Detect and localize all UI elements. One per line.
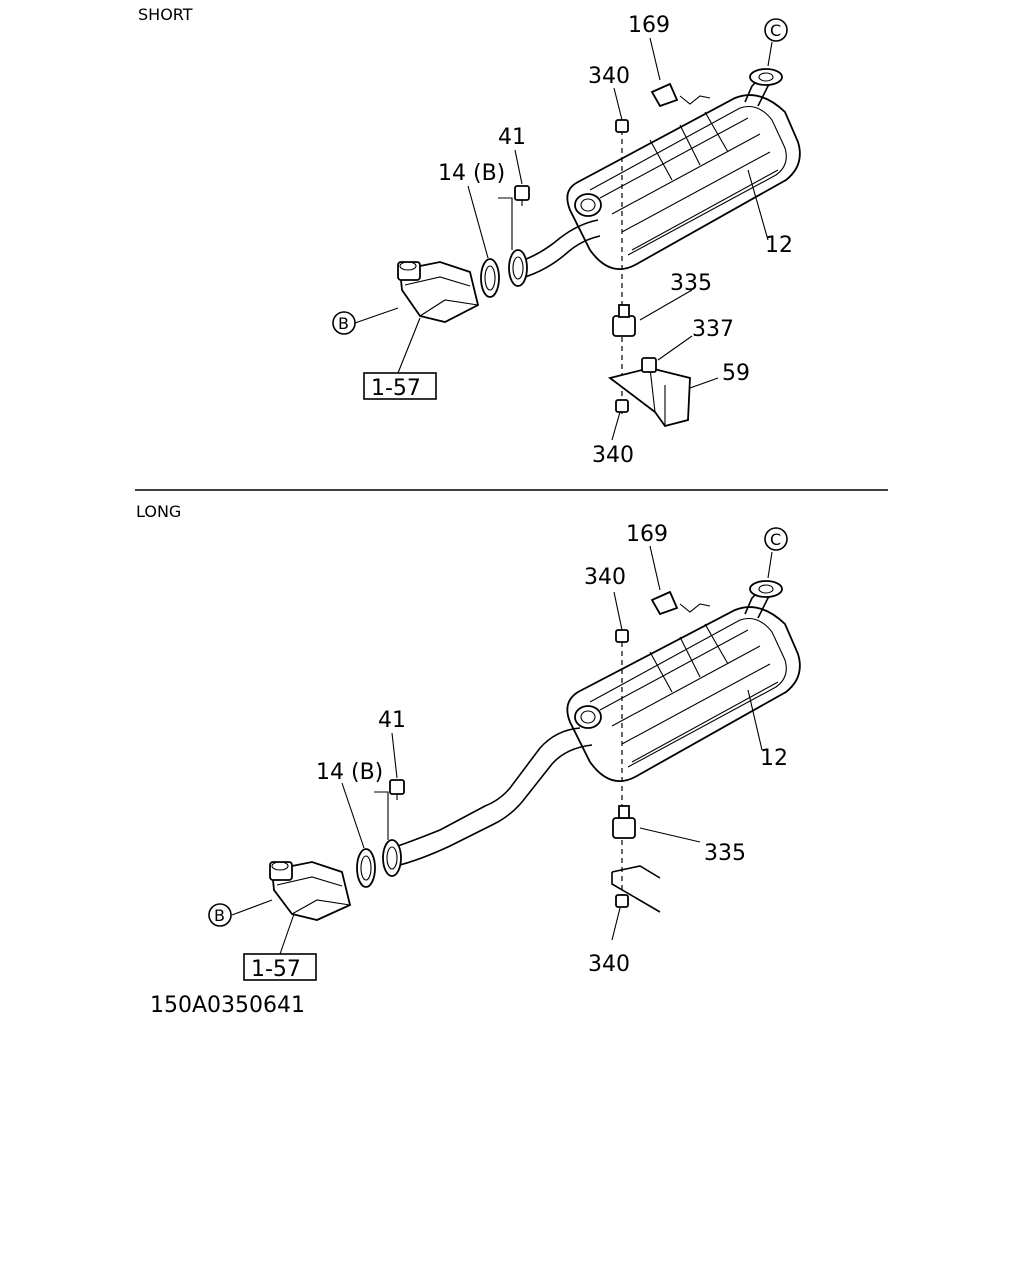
leaders-short bbox=[354, 37, 773, 441]
document-id: 150A0350641 bbox=[150, 993, 305, 1018]
ref-1-57-short: 1-57 bbox=[371, 376, 421, 401]
callout-169-short: 169 bbox=[628, 13, 670, 38]
hanger-long bbox=[611, 629, 661, 913]
svg-text:C: C bbox=[770, 21, 781, 40]
callout-337-short: 337 bbox=[692, 317, 734, 342]
circle-c-short: C bbox=[764, 18, 788, 42]
clamp-169-short bbox=[650, 82, 711, 108]
outlet-pipe-short bbox=[744, 68, 783, 107]
leaders-long bbox=[231, 545, 773, 955]
callout-340-bottom-long: 340 bbox=[588, 952, 630, 977]
callout-41-short: 41 bbox=[498, 125, 526, 150]
svg-text:B: B bbox=[214, 906, 225, 925]
circle-b-short: B bbox=[332, 311, 356, 335]
outlet-pipe-long bbox=[744, 580, 783, 619]
callout-14b-long: 14 (B) bbox=[316, 760, 383, 785]
ref-box-1-57-short: 1-57 bbox=[363, 372, 437, 401]
callout-340-top-long: 340 bbox=[584, 565, 626, 590]
converter-long bbox=[269, 861, 352, 921]
svg-text:C: C bbox=[770, 530, 781, 549]
callout-12-short: 12 bbox=[765, 233, 793, 258]
circle-c-long: C bbox=[764, 527, 788, 551]
hanger-short bbox=[607, 119, 691, 428]
callout-169-long: 169 bbox=[626, 522, 668, 547]
callout-335-long: 335 bbox=[704, 841, 746, 866]
converter-short bbox=[397, 261, 480, 323]
muffler-short bbox=[566, 94, 801, 270]
clamp-169-long bbox=[650, 590, 711, 616]
svg-text:B: B bbox=[338, 314, 349, 333]
section-long: LONG bbox=[136, 502, 801, 982]
callout-340-bottom-short: 340 bbox=[592, 443, 634, 468]
ref-1-57-long: 1-57 bbox=[251, 957, 301, 982]
section-title-long: LONG bbox=[136, 502, 181, 521]
muffler-long bbox=[566, 606, 801, 782]
callout-59-short: 59 bbox=[722, 361, 750, 386]
circle-b-long: B bbox=[208, 903, 232, 927]
callout-14b-short: 14 (B) bbox=[438, 161, 505, 186]
section-short: SHORT bbox=[138, 5, 801, 468]
nut-41-long bbox=[389, 779, 405, 800]
callout-340-top-short: 340 bbox=[588, 64, 630, 89]
nut-41-short bbox=[514, 185, 530, 206]
inlet-pipe-long bbox=[382, 727, 593, 877]
gasket-14b-short bbox=[480, 258, 500, 298]
callout-41-long: 41 bbox=[378, 708, 406, 733]
callout-12-long: 12 bbox=[760, 746, 788, 771]
ref-box-1-57-long: 1-57 bbox=[243, 953, 317, 982]
section-title-short: SHORT bbox=[138, 5, 193, 24]
gasket-14b-long bbox=[356, 848, 376, 888]
inlet-pipe-short bbox=[508, 219, 601, 287]
callout-335-short: 335 bbox=[670, 271, 712, 296]
